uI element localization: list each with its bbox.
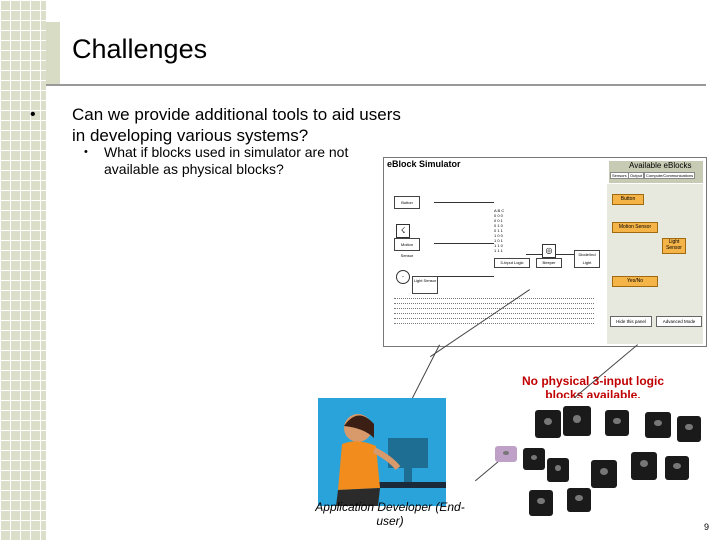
slide-title: Challenges	[72, 34, 208, 64]
physical-block	[567, 488, 591, 512]
beeper-icon: ◎	[542, 244, 556, 258]
truth-row: 0 0 0	[494, 213, 503, 218]
physical-block	[665, 456, 689, 480]
physical-block	[529, 490, 553, 516]
motion-sensor-icon: ☇	[396, 224, 410, 238]
physical-block	[495, 446, 517, 462]
palette-yes-no[interactable]: Yes/No	[612, 276, 658, 287]
developer-label: Application Developer (End-user)	[315, 500, 465, 528]
physical-block	[591, 460, 617, 488]
truth-row: 0 1 1	[494, 228, 503, 233]
page-number: 9	[704, 522, 710, 532]
diode-block[interactable]: Diode/Ind Light	[574, 250, 600, 268]
tab-output[interactable]: Output	[628, 172, 645, 179]
advanced-mode-button[interactable]: Advanced Mode	[656, 316, 702, 327]
truth-row: 0 0 1	[494, 218, 503, 223]
bullet-text-2: What if blocks used in simulator are not…	[104, 144, 349, 177]
wire	[526, 254, 596, 255]
developer-illustration	[318, 398, 446, 506]
truth-row: 1 1 1	[494, 248, 503, 253]
wire	[434, 243, 494, 244]
developer-figure-icon	[318, 398, 446, 506]
tab-sensors[interactable]: Sensors	[610, 172, 629, 179]
light-sensor-icon: ·	[396, 270, 410, 284]
beeper-block[interactable]: Beeper	[536, 258, 562, 268]
truth-row: 1 0 1	[494, 238, 503, 243]
tab-compute[interactable]: Compute/Communications	[644, 172, 696, 179]
truth-row: 0 1 0	[494, 223, 503, 228]
physical-block	[535, 410, 561, 438]
physical-block	[605, 410, 629, 436]
title-divider	[46, 84, 706, 86]
title-accent-bar	[46, 22, 60, 84]
bullet-text-1: Can we provide additional tools to aid u…	[72, 105, 401, 145]
logic-block[interactable]: 3-Input Logic	[494, 258, 530, 268]
motion-sensor-block[interactable]: Motion Sensor	[394, 238, 420, 258]
wire	[414, 276, 494, 277]
light-sensor-block[interactable]: Light Sensor	[412, 276, 438, 294]
button-block[interactable]: Button	[394, 196, 420, 209]
truth-row: 1 1 0	[494, 243, 503, 248]
palette-button[interactable]: Button	[612, 194, 644, 205]
truth-table: A B C 0 0 0 0 0 1 0 1 0 0 1 1 1 0 0 1 0 …	[494, 208, 526, 258]
simulator-window: eBlock Simulator Available eBlocks Senso…	[383, 157, 707, 347]
physical-block	[631, 452, 657, 480]
truth-row: 1 0 0	[494, 233, 503, 238]
physical-block	[547, 458, 569, 482]
bullet-icon: •	[30, 106, 36, 123]
decorative-grid	[0, 0, 46, 540]
simulator-description-text	[394, 298, 594, 324]
physical-block	[645, 412, 671, 438]
physical-block	[563, 406, 591, 436]
palette-title: Available eBlocks	[629, 161, 692, 170]
palette-motion-sensor[interactable]: Motion Sensor	[612, 222, 658, 233]
physical-block	[523, 448, 545, 470]
physical-block	[677, 416, 701, 442]
sub-bullet-icon: •	[84, 146, 88, 158]
simulator-title: eBlock Simulator	[387, 159, 461, 169]
wire	[434, 202, 494, 203]
physical-blocks-photo	[495, 398, 715, 526]
hide-panel-button[interactable]: Hide this panel	[610, 316, 652, 327]
truth-row: A B C	[494, 208, 505, 213]
palette-light-sensor[interactable]: Light Sensor	[662, 238, 686, 254]
